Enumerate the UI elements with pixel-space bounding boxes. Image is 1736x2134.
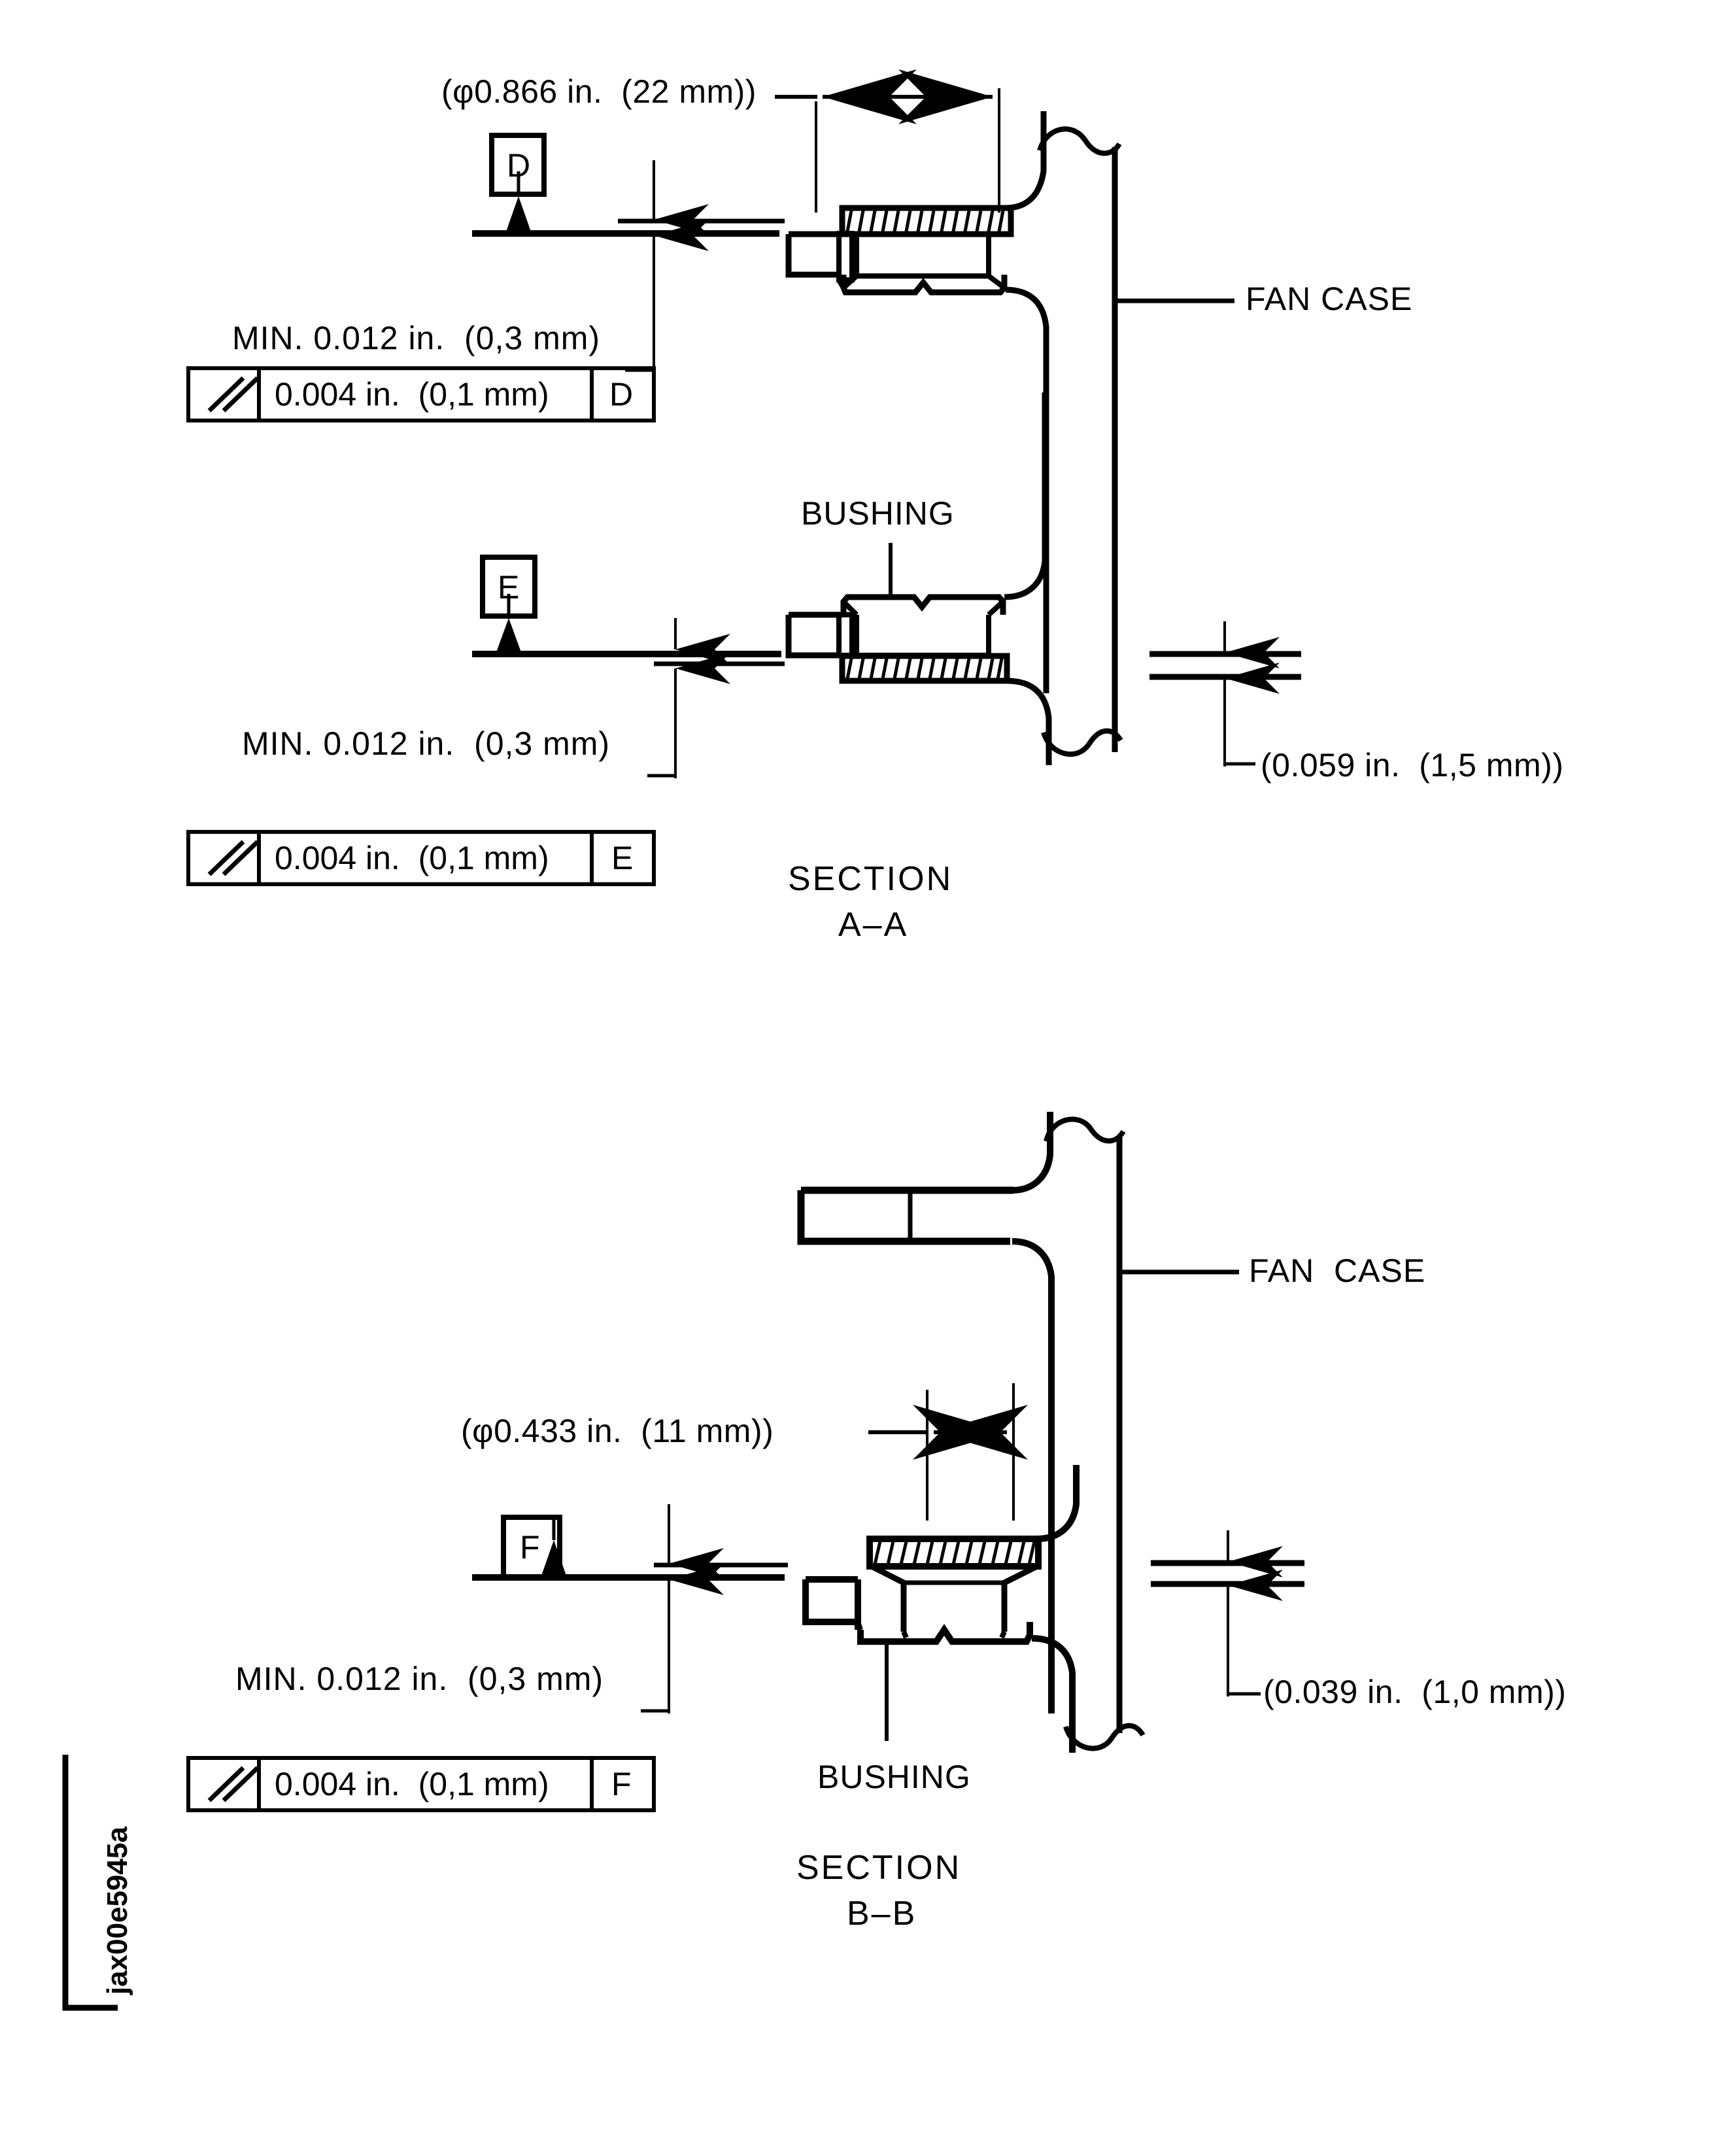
section-b-thickness-dimension-label: (0.039 in. (1,0 mm))	[1263, 1674, 1567, 1710]
parallelism-icon-e	[207, 840, 260, 876]
datum-letter-e: E	[498, 569, 520, 606]
fcf-frame-f-box	[186, 1756, 656, 1812]
fcf-frame-e-box	[186, 830, 656, 886]
id-code-bracket	[62, 1755, 118, 2011]
section-b-bushing-label: BUSHING	[817, 1759, 971, 1795]
section-b-f-min-clearance-note: MIN. 0.012 in. (0,3 mm)	[235, 1661, 604, 1697]
fcf-datum-reference-f: F	[611, 1766, 632, 1802]
section-a-thickness-dimension-label: (0.059 in. (1,5 mm))	[1261, 747, 1564, 783]
section-a-bushing-label: BUSHING	[801, 495, 955, 532]
section-a-title-line2: A–A	[838, 906, 909, 944]
datum-box-f	[501, 1515, 562, 1580]
datum-letter-d: D	[507, 147, 531, 184]
section-b-title-line2: B–B	[847, 1895, 917, 1933]
section-a-e-min-clearance-note: MIN. 0.012 in. (0,3 mm)	[242, 725, 611, 762]
section-b-bore-dimension-label: (φ0.433 in. (11 mm))	[461, 1413, 774, 1449]
section-b-thickness-dimension-lines	[1151, 1530, 1304, 1696]
section-a-title-line1: SECTION	[788, 860, 953, 898]
section-b-title-line1: SECTION	[796, 1849, 962, 1887]
fcf-frame-d-box	[186, 366, 656, 422]
parallelism-icon-f	[207, 1766, 260, 1802]
section-b-geometry	[472, 1112, 1239, 1753]
fcf-tolerance-f: 0.004 in. (0,1 mm)	[275, 1766, 549, 1802]
parallelism-icon-d	[207, 376, 260, 413]
section-a-thickness-dimension-lines	[1149, 621, 1301, 766]
datum-box-d	[489, 133, 547, 197]
section-a-datum-d-geometry	[472, 69, 1234, 752]
section-a-fan-case-label: FAN CASE	[1246, 281, 1413, 317]
fcf-tolerance-d: 0.004 in. (0,1 mm)	[275, 376, 549, 413]
datum-box-e	[480, 555, 537, 619]
datum-letter-f: F	[520, 1529, 540, 1566]
fcf-datum-reference-d: D	[609, 376, 634, 413]
section-a-bore-dimension-label: (φ0.866 in. (22 mm))	[441, 73, 757, 110]
fcf-datum-reference-e: E	[611, 840, 634, 876]
section-a-datum-e-geometry	[472, 392, 1123, 778]
section-b-fan-case-label: FAN CASE	[1249, 1252, 1426, 1289]
fcf-tolerance-e: 0.004 in. (0,1 mm)	[275, 840, 549, 876]
section-a-d-min-clearance-note: MIN. 0.012 in. (0,3 mm)	[232, 320, 601, 356]
drawing-id-code: jax00e5945a	[101, 1827, 133, 1995]
